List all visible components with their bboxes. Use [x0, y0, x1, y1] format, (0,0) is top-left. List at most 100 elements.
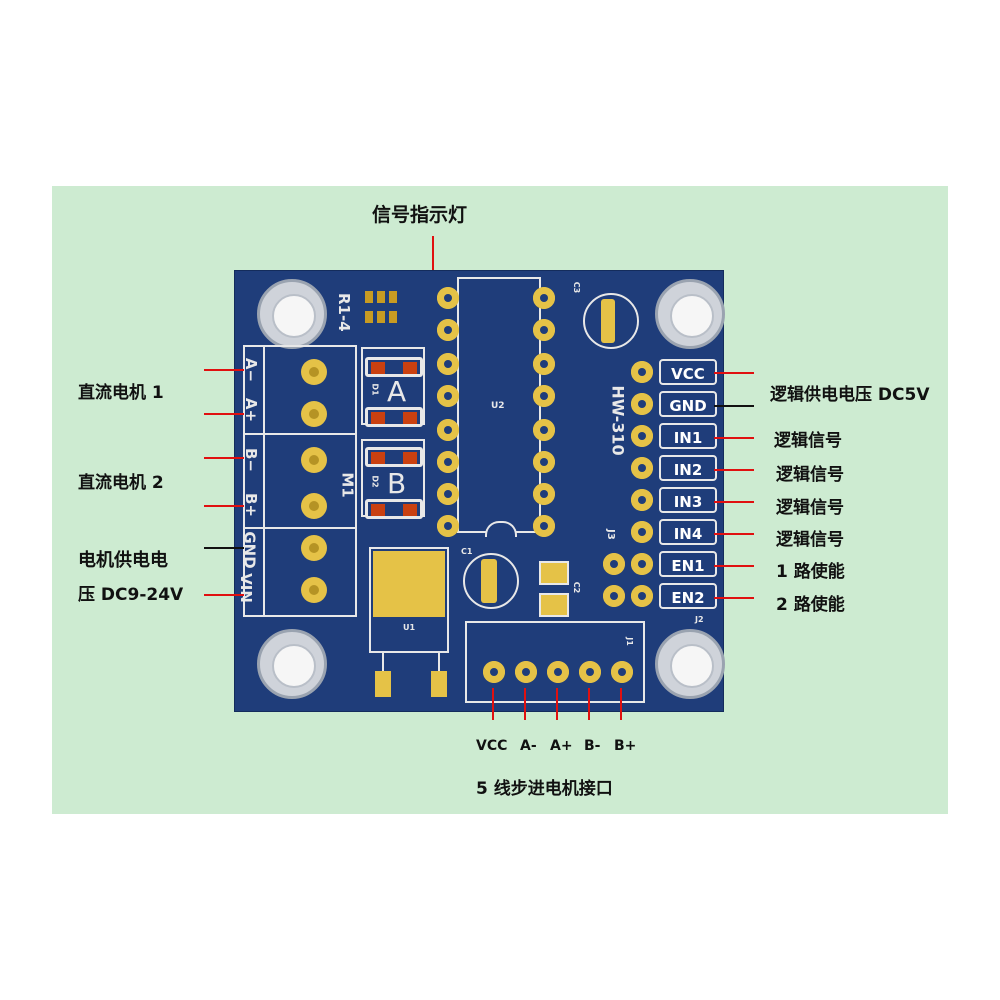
signal-indicator-label: 信号指示灯	[372, 204, 468, 226]
screw-pad	[301, 401, 327, 427]
ic-pin	[437, 287, 459, 309]
en1-annotation: 1 路使能	[776, 562, 845, 582]
d1-silk: D1	[370, 383, 380, 396]
terminal-label-gnd: GND	[240, 531, 259, 569]
smd-pad	[377, 311, 385, 323]
c1-silk: C1	[461, 547, 473, 556]
pin-header	[627, 357, 723, 607]
lead-b-minus	[204, 457, 244, 459]
c2-pad-top	[539, 561, 569, 585]
screw-pad	[301, 493, 327, 519]
ic-pin	[533, 451, 555, 473]
mount-hole-tl	[257, 279, 327, 349]
divider	[243, 433, 357, 435]
pin-label-vcc: VCC	[659, 359, 717, 385]
in2-annotation: 逻辑信号	[776, 465, 844, 485]
j3-silk: J3	[604, 529, 616, 540]
smd-pad	[389, 291, 397, 303]
capacitor-c1	[463, 553, 519, 609]
stepper-pin	[611, 661, 633, 683]
header-pin	[631, 489, 653, 511]
dc-motor-2-label: 直流电机 2	[78, 473, 164, 493]
pin-label-in1: IN1	[659, 423, 717, 449]
header-pin	[631, 393, 653, 415]
smd-pad	[389, 311, 397, 323]
dc-motor-1-label: 直流电机 1	[78, 383, 164, 403]
lead-vcc	[714, 372, 754, 374]
pin-label-gnd: GND	[659, 391, 717, 417]
ic-pin	[533, 385, 555, 407]
lead-gnd-right	[714, 405, 754, 407]
mount-hole-tr	[655, 279, 725, 349]
lead-stepper-b-plus	[620, 688, 622, 720]
cap-pad	[481, 559, 497, 603]
pin-label-in4: IN4	[659, 519, 717, 545]
capacitor-c3	[583, 293, 639, 349]
lead-gnd	[204, 547, 244, 549]
motor-supply-label-line1: 电机供电电	[78, 550, 168, 571]
c3-silk: C3	[572, 281, 582, 294]
lead-a-plus	[204, 413, 244, 415]
pin-label-en2: EN2	[659, 583, 717, 609]
in4-annotation: 逻辑信号	[776, 530, 844, 550]
u1-silk: U1	[403, 623, 416, 632]
screw-pad	[301, 447, 327, 473]
lead-in2	[714, 469, 754, 471]
led-b-label: B	[387, 467, 407, 500]
stepper-pin	[547, 661, 569, 683]
cap-pad	[601, 299, 615, 343]
hw-310-silk: HW-310	[608, 385, 628, 456]
stepper-pin-b-plus: B+	[614, 738, 637, 754]
stepper-pin	[515, 661, 537, 683]
ic-pin	[533, 287, 555, 309]
leg-line	[438, 653, 440, 671]
led-b1	[365, 447, 423, 467]
jumper-pin	[603, 585, 625, 607]
regulator-leg	[375, 671, 391, 697]
ic-pin	[437, 515, 459, 537]
r1-4-silk: R1-4	[335, 293, 353, 332]
lead-in1	[714, 437, 754, 439]
mount-hole-br	[655, 629, 725, 699]
ic-pin	[437, 419, 459, 441]
lead-in3	[714, 501, 754, 503]
ic-notch	[485, 521, 517, 537]
vcc-annotation: 逻辑供电电压 DC5V	[770, 385, 930, 405]
ic-pin	[533, 319, 555, 341]
stepper-pin-vcc: VCC	[476, 738, 508, 754]
lead-en1	[714, 565, 754, 567]
m1-silk: M1	[338, 472, 357, 498]
pin-label-en1: EN1	[659, 551, 717, 577]
lead-en2	[714, 597, 754, 599]
ic-pin	[437, 385, 459, 407]
lead-stepper-vcc	[492, 688, 494, 720]
terminal-label-b-minus: B−	[242, 447, 261, 473]
header-pin	[631, 553, 653, 575]
c2-silk: C2	[572, 581, 582, 594]
terminal-label-a-plus: A+	[242, 397, 261, 423]
regulator-leg	[431, 671, 447, 697]
led-a1	[365, 357, 423, 377]
terminal-label-b-plus: B+	[242, 492, 261, 518]
screw-terminal-outline	[243, 345, 357, 617]
header-pin	[631, 585, 653, 607]
ic-pin	[437, 319, 459, 341]
stepper-interface-label: 5 线步进电机接口	[476, 779, 613, 799]
led-b2	[365, 499, 423, 519]
lead-stepper-b-minus	[588, 688, 590, 720]
in1-annotation: 逻辑信号	[774, 431, 842, 451]
header-pin	[631, 425, 653, 447]
regulator-u1	[369, 547, 449, 653]
ic-pin	[437, 451, 459, 473]
pin-label-in3: IN3	[659, 487, 717, 513]
led-a2	[365, 407, 423, 427]
ic-pin	[533, 515, 555, 537]
leg-line	[382, 653, 384, 671]
u2-silk: U2	[491, 401, 505, 411]
motor-supply-label-line2: 压 DC9-24V	[78, 585, 184, 605]
regulator-u1-tab	[373, 551, 445, 617]
j2-silk: J2	[695, 615, 704, 624]
stepper-pin-a-minus: A-	[520, 738, 537, 754]
pcb-board: R1-4 A− A+ B− B+ GND VIN M1 A B D1 D2 U2	[234, 270, 725, 712]
d2-silk: D2	[370, 475, 380, 488]
